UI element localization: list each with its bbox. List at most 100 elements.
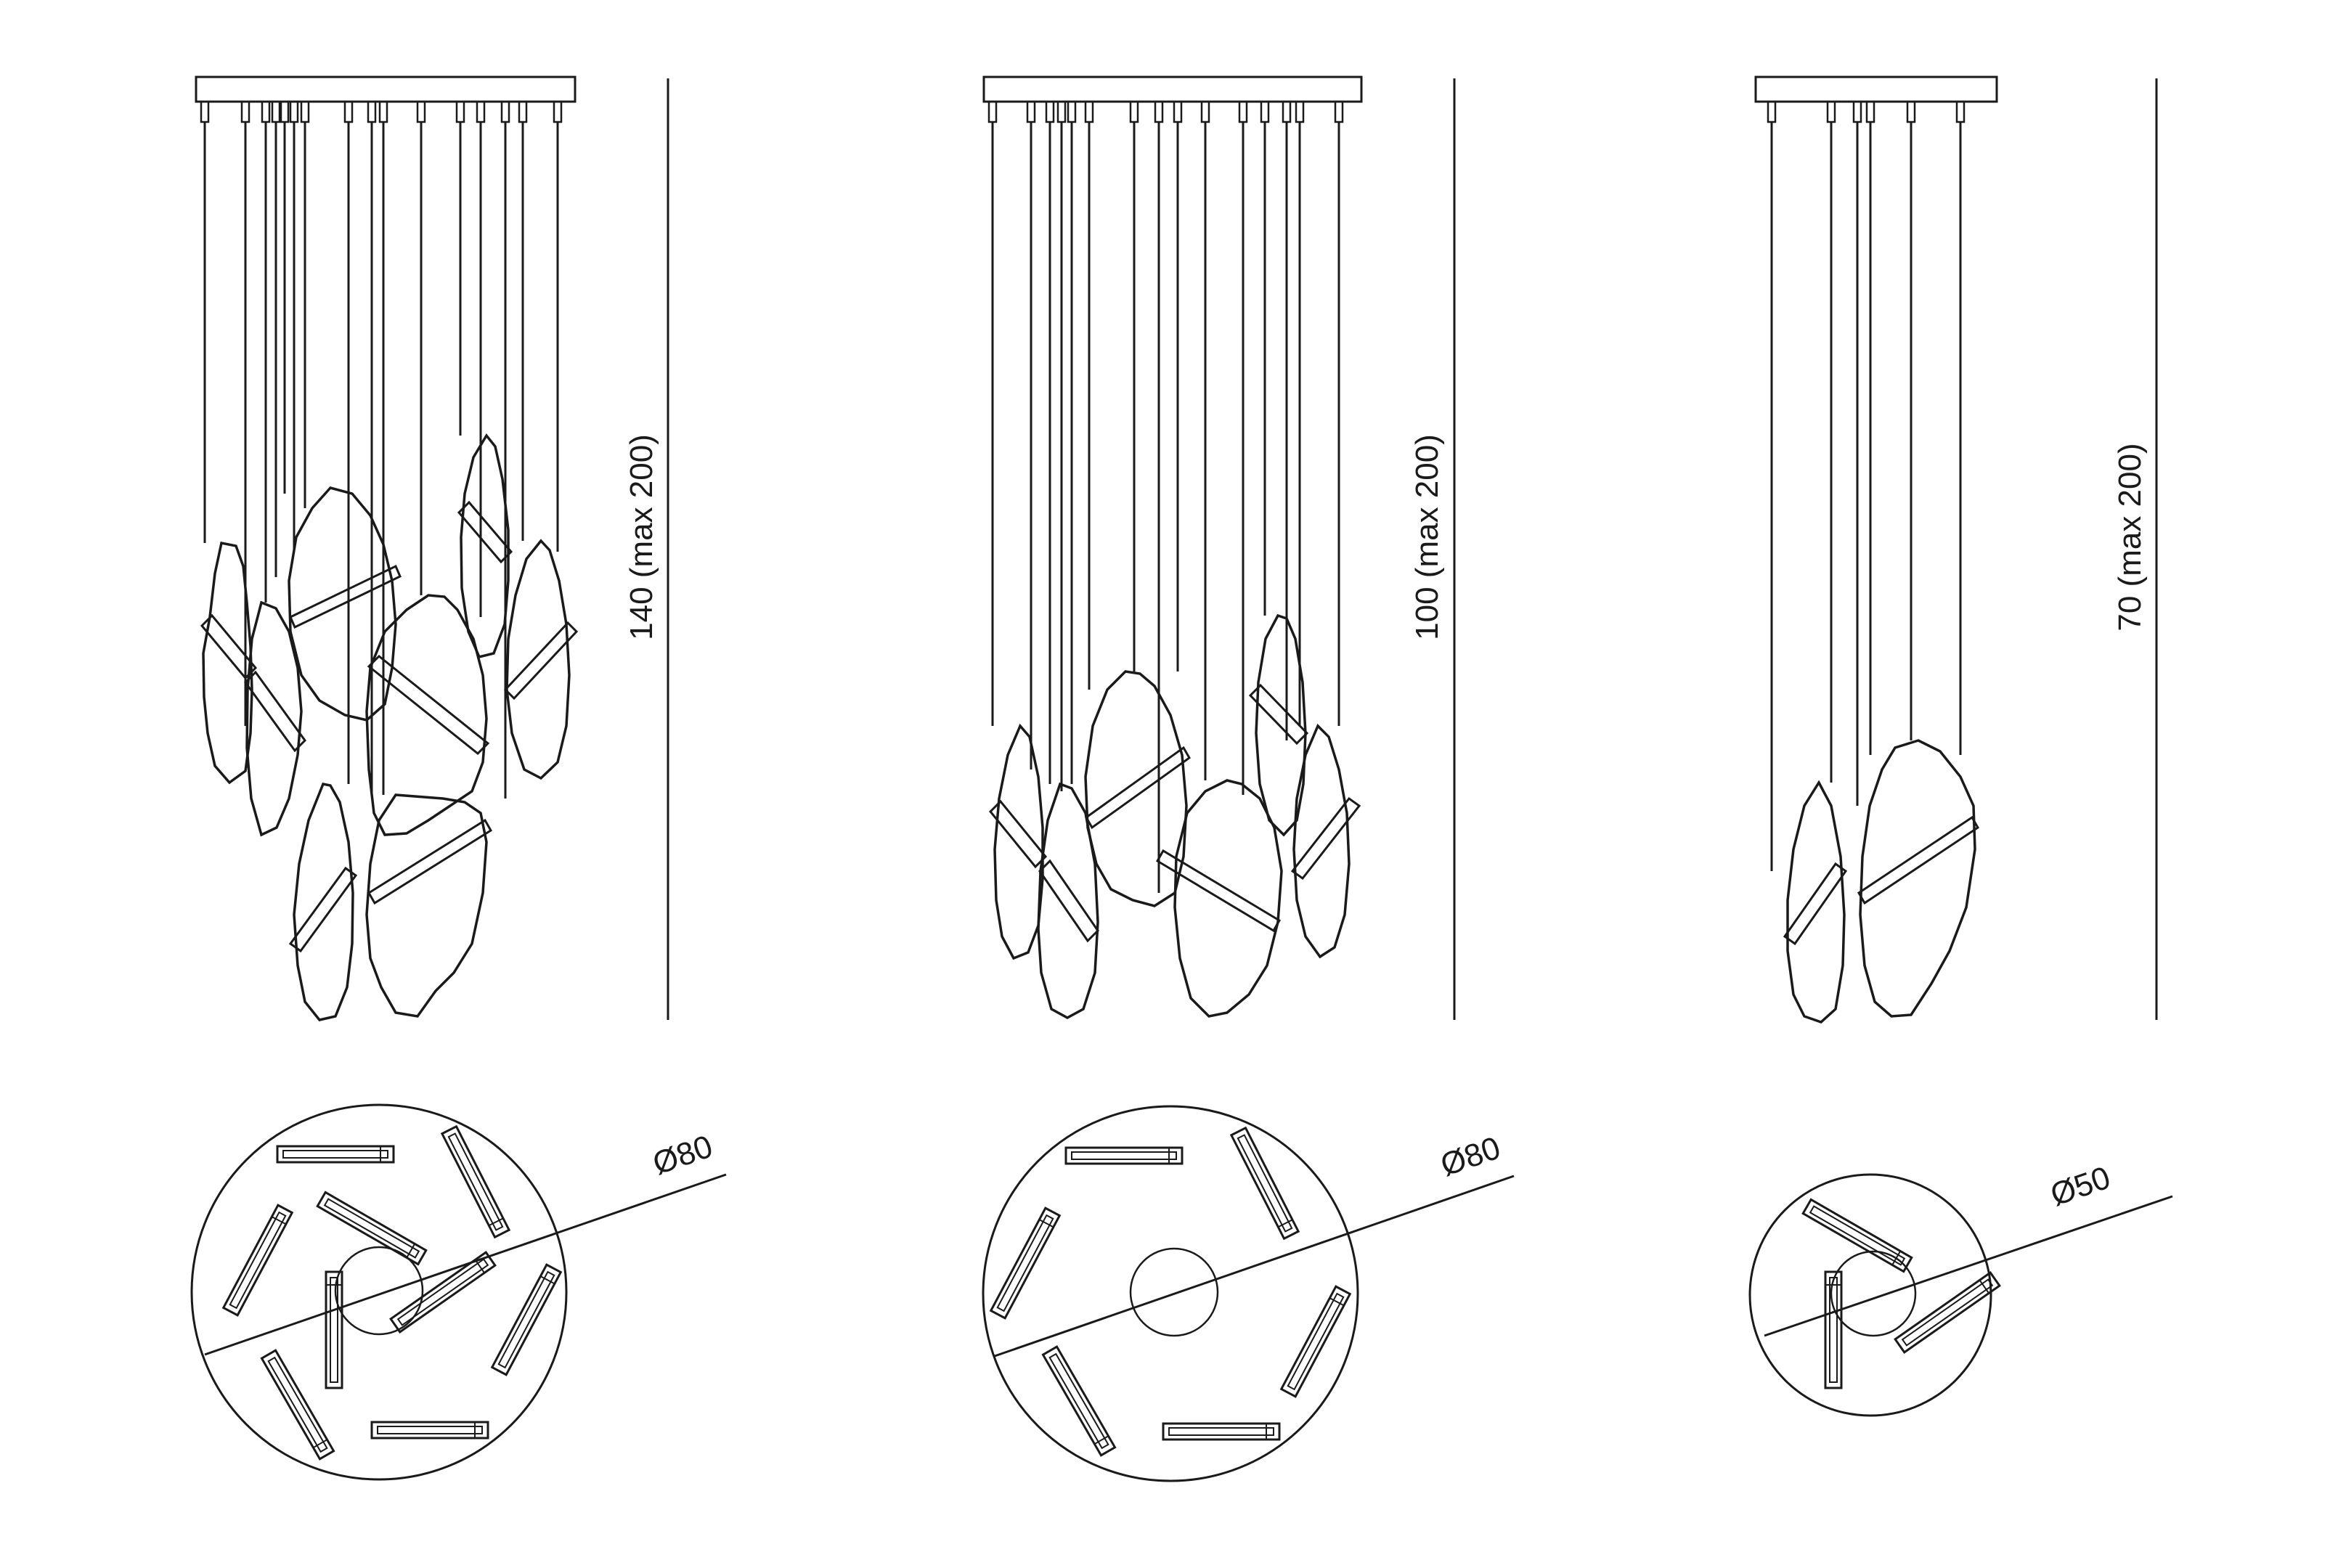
plan-bar-outer — [1162, 1422, 1281, 1441]
cable-holder — [280, 100, 290, 123]
height-label: 70 (max 200) — [2112, 443, 2148, 631]
plan-bar-inner — [1901, 1278, 1994, 1347]
plan-bar — [490, 1263, 563, 1376]
glass-panel — [993, 723, 1044, 960]
glass-panel — [1859, 739, 1976, 1018]
plan-bar-inner — [447, 1132, 504, 1231]
cable-holder — [1334, 100, 1344, 123]
plan-bar — [1162, 1422, 1281, 1441]
plan-bar-outer — [1064, 1146, 1184, 1165]
cable-holder — [378, 100, 388, 123]
panel-clamp — [988, 799, 1048, 869]
panel-clamp — [289, 564, 402, 629]
glass-panel — [1173, 779, 1283, 1018]
plan-bar — [1229, 1126, 1300, 1241]
plan-bar-inner — [377, 1426, 483, 1434]
cable-holder — [518, 100, 528, 123]
plan-bar-cap — [271, 1216, 287, 1225]
cable-holder — [1026, 100, 1036, 123]
elevation-small: 70 (max 200) — [1754, 75, 2158, 1024]
cable-holder — [1260, 100, 1270, 123]
plan-bar-cap — [1329, 1297, 1345, 1307]
plan-bar-inner — [267, 1356, 328, 1453]
plan-bar — [389, 1251, 497, 1334]
cable-holder — [500, 100, 510, 123]
panel-clamp — [244, 670, 306, 753]
plan-bar — [440, 1124, 511, 1239]
diameter-label: Ø80 — [648, 1129, 717, 1182]
panel-clamp — [1783, 862, 1848, 946]
glass-panels — [993, 613, 1351, 1019]
plan-bar-outer — [1894, 1271, 2001, 1354]
ceiling-canopy — [1754, 75, 1998, 103]
glass-panel — [293, 782, 354, 1021]
panel-clamps — [1783, 815, 1979, 946]
cable-holder — [416, 100, 426, 123]
cable-holder — [343, 100, 354, 123]
cable-holder — [1045, 100, 1055, 123]
plan-large: Ø80 — [190, 1103, 727, 1481]
cable-holder — [1826, 100, 1836, 123]
cable-holder — [1084, 100, 1094, 123]
elevation-large: 140 (max 200) — [195, 75, 669, 1021]
panel-clamp — [1085, 746, 1191, 830]
cable-holder — [1129, 100, 1139, 123]
cable-holder — [1238, 100, 1248, 123]
plan-bar-outer — [325, 1270, 343, 1389]
cable-holder — [1173, 100, 1183, 123]
plan-bar-cap — [1891, 1250, 1902, 1266]
cable-holder — [200, 100, 210, 123]
glass-panel — [460, 433, 510, 659]
cable-holder — [1282, 100, 1292, 123]
panel-clamp — [367, 654, 490, 756]
diameter-dimension-line — [204, 1173, 727, 1356]
fixture-small: 70 (max 200) Ø50 — [1748, 75, 2173, 1417]
cable-holder — [1865, 100, 1875, 123]
cable-holder — [1767, 100, 1777, 123]
fixture-medium: 100 (max 200) Ø80 — [982, 75, 1515, 1482]
plan-bar — [1279, 1285, 1352, 1398]
plan-bar — [1894, 1271, 2001, 1354]
plan-bar-inner — [396, 1258, 489, 1326]
plan-bar-cap — [406, 1243, 416, 1259]
plan-bar-inner — [282, 1150, 388, 1159]
ceiling-canopy — [195, 75, 577, 103]
plan-bar-outer — [221, 1204, 294, 1317]
cable-holder — [261, 100, 271, 123]
panel-clamp — [1248, 683, 1309, 746]
panel-clamps — [200, 500, 579, 953]
center-disc — [334, 1246, 424, 1336]
center-disc — [1830, 1250, 1917, 1337]
center-disc — [1129, 1247, 1219, 1337]
plan-bar-outer — [370, 1421, 489, 1440]
plan-bar-inner — [1829, 1277, 1838, 1383]
plan-bar-outer — [389, 1251, 497, 1334]
plan-bar — [370, 1421, 489, 1440]
cable-holder — [271, 100, 281, 123]
plan-bar-outer — [276, 1145, 395, 1164]
plan-bar-cap — [1979, 1279, 1989, 1294]
cable-holder — [289, 100, 299, 123]
panel-clamp — [1857, 815, 1979, 905]
diameter-label: Ø80 — [1436, 1130, 1505, 1183]
plan-bar — [316, 1191, 428, 1266]
panel-clamp — [1290, 796, 1361, 881]
plan-bar-inner — [229, 1211, 287, 1310]
plan-bar-inner — [1048, 1352, 1109, 1450]
plan-bar-outer — [316, 1191, 428, 1266]
plan-bar-inner — [1237, 1134, 1293, 1233]
panel-clamp — [1155, 849, 1282, 933]
panel-clamp — [200, 613, 258, 680]
cable-holder — [1955, 100, 1966, 123]
plan-bar-outer — [1801, 1198, 1913, 1273]
plan-bar-cap — [1277, 1219, 1293, 1228]
cable-holder — [1906, 100, 1916, 123]
cable-holder — [300, 100, 310, 123]
plan-bar-cap — [312, 1439, 328, 1449]
plan-bar-inner — [330, 1277, 338, 1383]
plan-bar-outer — [1824, 1270, 1843, 1389]
panel-clamp — [503, 621, 579, 701]
cable-holder — [1067, 100, 1077, 123]
panel-clamp — [288, 866, 358, 953]
elevation-medium: 100 (max 200) — [982, 75, 1456, 1020]
